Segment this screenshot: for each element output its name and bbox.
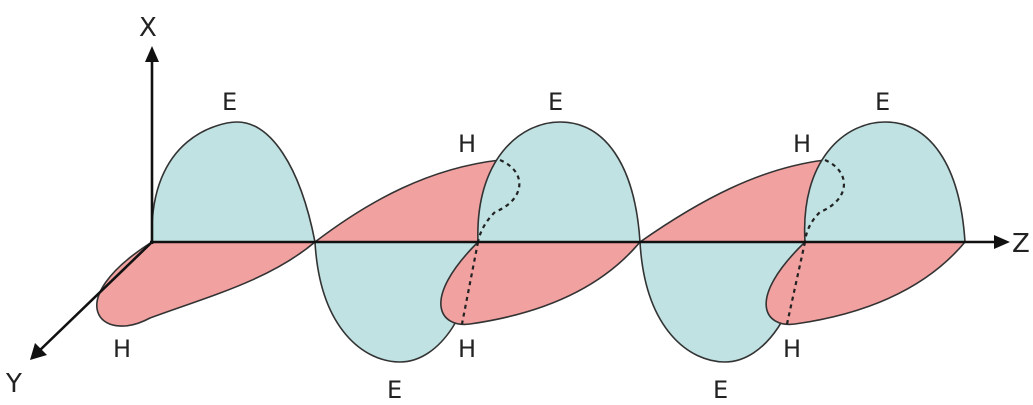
x-axis-arrowhead [145,46,159,62]
h-field-lobe-2 [312,159,501,243]
hidden-edge-2 [460,241,480,325]
hidden-edge-3 [803,158,845,243]
y-axis-label: Y [5,369,22,399]
e-label-5: E [713,376,728,404]
h-field-lobe-4 [637,159,826,243]
h-label-3: H [113,335,131,363]
y-axis [37,241,153,353]
h-label-5: H [783,335,801,363]
x-axis-label: X [139,13,157,43]
hidden-edge-4 [785,241,807,325]
e-label-4: E [387,376,402,404]
h-field-lobe-3 [440,241,642,326]
e-label-3: E [875,88,890,116]
e-field-lobe-3 [477,121,641,243]
h-field-lobe-1 [96,241,318,327]
z-axis-arrowhead [994,235,1010,249]
e-field-lobe-5 [803,121,966,243]
hidden-edge-1 [476,158,521,243]
h-field-lobe-5 [765,241,967,326]
e-label-1: E [222,88,237,116]
h-label-2: H [793,130,811,158]
h-label-4: H [458,335,476,363]
z-axis-label: Z [1012,229,1030,259]
y-axis-arrowhead [30,343,47,360]
h-label-1: H [458,130,476,158]
e-label-2: E [548,88,563,116]
e-field-lobe-1 [151,121,316,243]
